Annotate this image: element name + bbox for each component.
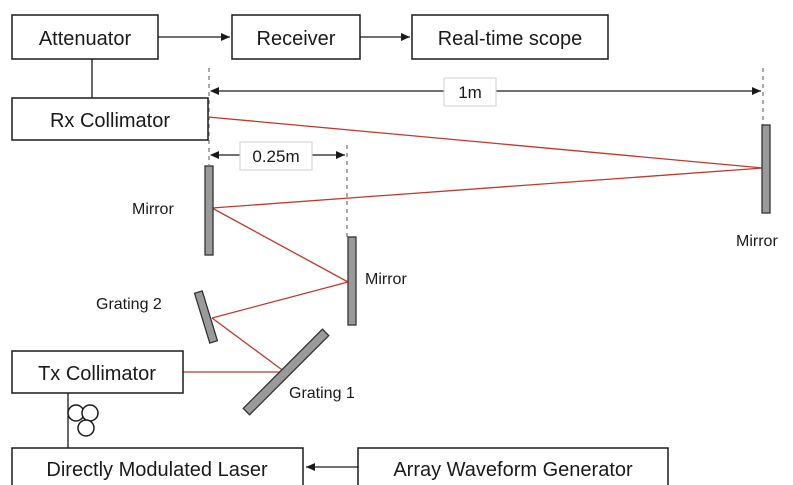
laser-box: Directly Modulated Laser xyxy=(11,447,304,485)
mirror-left-label: Mirror xyxy=(132,201,174,218)
grating-1 xyxy=(242,328,330,416)
mirror-left xyxy=(204,165,214,256)
fiber-spool-icon xyxy=(67,404,99,437)
mirror-right-label: Mirror xyxy=(736,233,778,250)
dimension-label-short: 0.25m xyxy=(252,147,299,166)
dimension-label-short-box: 0.25m xyxy=(239,141,313,171)
mirror-right xyxy=(761,124,771,214)
awg-box: Array Waveform Generator xyxy=(357,447,669,485)
grating-2-label: Grating 2 xyxy=(96,296,162,313)
beam-segment-mirror-right-to-rx xyxy=(207,116,764,169)
grating-2 xyxy=(193,290,219,344)
receiver-label: Receiver xyxy=(257,28,336,50)
dimension-label-long-box: 1m xyxy=(443,77,497,107)
rx-collimator-box: Rx Collimator xyxy=(11,97,209,141)
mirror-center-label: Mirror xyxy=(365,271,407,288)
mirror-center xyxy=(347,236,357,326)
tx-collimator-label: Tx Collimator xyxy=(38,363,156,385)
laser-label: Directly Modulated Laser xyxy=(46,459,268,481)
beam-segment-mirror-center-to-mirror-left xyxy=(211,207,349,283)
beam-segment-grating1-to-grating2 xyxy=(211,317,286,373)
beam-segment-mirror-left-to-mirror-right xyxy=(211,167,764,209)
scope-label: Real-time scope xyxy=(438,28,583,50)
grating-1-label: Grating 1 xyxy=(289,385,355,402)
beam-segment-grating2-to-mirror-center xyxy=(211,281,349,319)
scope-box: Real-time scope xyxy=(411,14,609,60)
attenuator-label: Attenuator xyxy=(39,28,132,50)
dimension-label-long: 1m xyxy=(458,83,482,102)
rx-collimator-label: Rx Collimator xyxy=(50,110,170,132)
attenuator-box: Attenuator xyxy=(11,14,159,60)
laser-beam-path xyxy=(183,116,764,373)
awg-label: Array Waveform Generator xyxy=(393,459,633,481)
tx-collimator-box: Tx Collimator xyxy=(11,350,184,394)
receiver-box: Receiver xyxy=(231,14,361,60)
